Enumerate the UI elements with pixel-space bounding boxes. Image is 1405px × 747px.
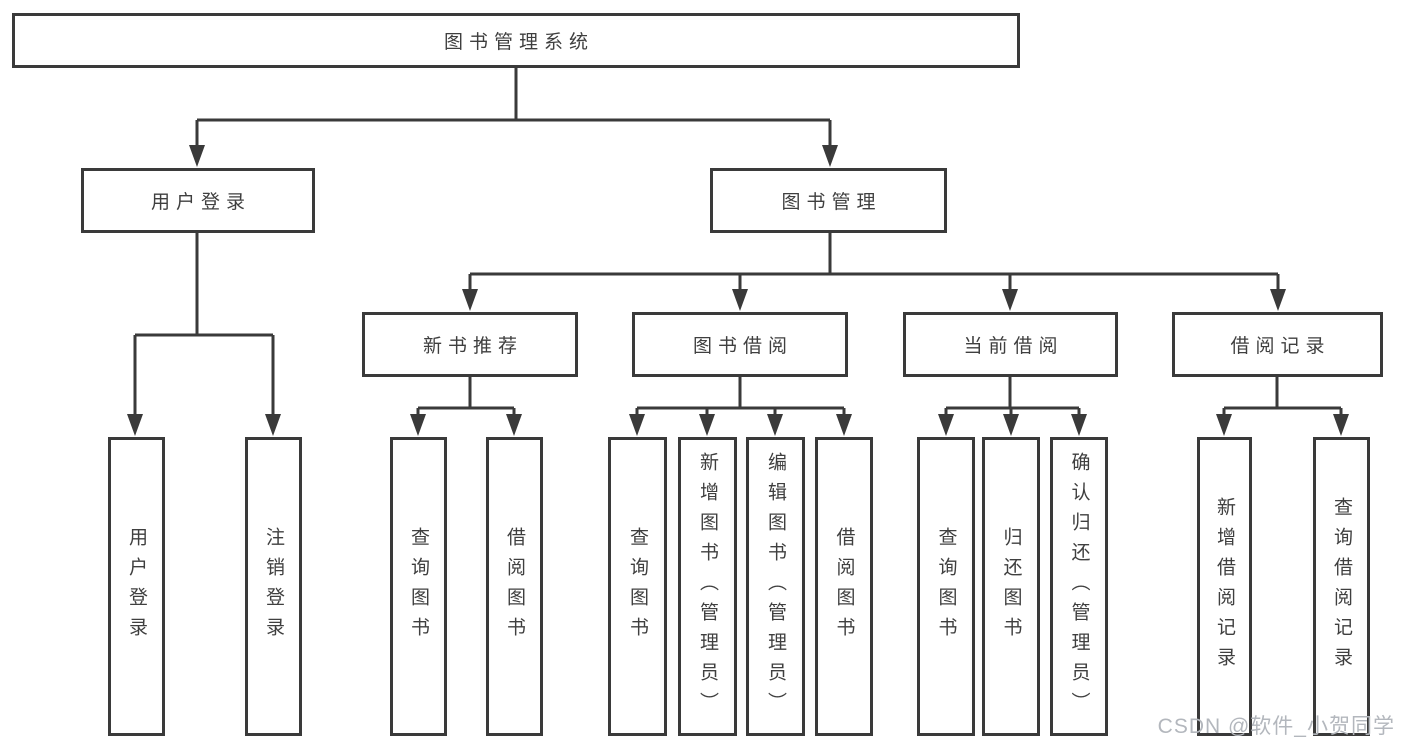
edge-current-to-leaves — [938, 377, 1087, 436]
leaf-query-books: 查询图书 — [917, 437, 975, 736]
leaf-add-books-admin: 新增图书（管理员） — [678, 437, 737, 736]
leaf-user-login: 用户登录 — [108, 437, 165, 736]
node-book-borrowing: 图书借阅 — [632, 312, 848, 377]
node-borrowing-records: 借阅记录 — [1172, 312, 1383, 377]
edge-book-mgmt-to-level3 — [462, 233, 1286, 311]
leaf-add-borrow-record: 新增借阅记录 — [1197, 437, 1252, 736]
watermark: CSDN @软件_小贺同学 — [1157, 715, 1395, 738]
leaf-return-books: 归还图书 — [982, 437, 1040, 736]
leaf-borrow-books: 借阅图书 — [815, 437, 873, 736]
node-book-management: 图书管理 — [710, 168, 947, 233]
leaf-edit-books-admin: 编辑图书（管理员） — [746, 437, 805, 736]
leaf-confirm-return-admin: 确认归还（管理员） — [1050, 437, 1108, 736]
node-current-borrowing: 当前借阅 — [903, 312, 1118, 377]
edge-user-login-to-leaves — [127, 233, 281, 436]
node-new-book-recommendation: 新书推荐 — [362, 312, 578, 377]
edge-new-rec-to-leaves — [410, 377, 522, 436]
node-book-management-system: 图书管理系统 — [12, 13, 1020, 68]
node-user-login: 用户登录 — [81, 168, 315, 233]
leaf-query-books: 查询图书 — [608, 437, 667, 736]
leaf-borrow-books: 借阅图书 — [486, 437, 543, 736]
leaf-query-books: 查询图书 — [390, 437, 447, 736]
edge-borrow-to-leaves — [629, 377, 852, 436]
leaf-query-borrow-record: 查询借阅记录 — [1313, 437, 1370, 736]
edge-record-to-leaves — [1216, 377, 1349, 436]
edge-root-to-level2 — [189, 68, 838, 167]
leaf-logout: 注销登录 — [245, 437, 302, 736]
